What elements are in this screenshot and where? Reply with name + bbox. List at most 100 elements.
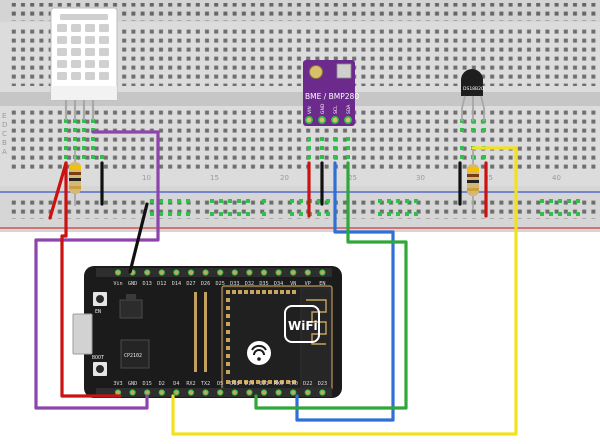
resistor-left bbox=[69, 150, 81, 206]
esp32-pin-label: D25 bbox=[216, 281, 225, 287]
esp32-pin-d4 bbox=[173, 389, 180, 396]
row-label-a: A bbox=[2, 148, 7, 156]
usb-uart-chip-label: CP2102 bbox=[124, 353, 142, 359]
row-labels: E D C B A bbox=[2, 112, 7, 156]
esp32-board: EN BOOT CP2102 bbox=[72, 266, 342, 398]
dht-sensor bbox=[50, 7, 118, 120]
bme280-pin-labels: VIN GND SCL SDA bbox=[307, 103, 352, 114]
sensor-chip bbox=[336, 63, 352, 79]
espressif-logo-icon bbox=[247, 341, 271, 365]
wire-scl bbox=[295, 161, 395, 422]
column-number: 20 bbox=[280, 174, 289, 182]
esp32-pin-d26 bbox=[202, 269, 209, 276]
pin-label-scl: SCL bbox=[333, 105, 339, 114]
esp32-pin-label: TX2 bbox=[201, 381, 210, 387]
dht-sensor-grille bbox=[57, 14, 109, 80]
esp32-pin-label: D2 bbox=[159, 381, 165, 387]
resistor-right bbox=[467, 150, 479, 210]
pin-label-vin: VIN bbox=[307, 106, 313, 114]
esp32-pin-label: D26 bbox=[201, 281, 210, 287]
esp32-pin-label: D4 bbox=[173, 381, 179, 387]
esp32-top-pins bbox=[114, 269, 326, 276]
wires bbox=[34, 130, 518, 436]
column-number: 10 bbox=[142, 174, 151, 182]
voltage-regulator bbox=[119, 299, 143, 319]
esp32-pin-d2 bbox=[158, 389, 165, 396]
row-label-d: D bbox=[2, 121, 7, 129]
esp32-bottom-pins bbox=[114, 389, 326, 396]
esp32-pin-label: D19 bbox=[245, 381, 254, 387]
esp32-pin-d14 bbox=[173, 269, 180, 276]
esp32-pin-label: D23 bbox=[318, 381, 327, 387]
esp32-pin-d13 bbox=[144, 269, 151, 276]
esp32-pin-d21 bbox=[260, 389, 268, 396]
row-label-b: B bbox=[2, 139, 7, 147]
bme280-module: BME / BMP280 VIN GND SCL SDA bbox=[303, 60, 359, 126]
esp32-pin-label: D12 bbox=[157, 281, 166, 287]
esp32-pin-3v3 bbox=[114, 389, 122, 396]
bme280-label: BME / BMP280 bbox=[305, 92, 359, 101]
usb-uart-chip bbox=[120, 339, 150, 369]
wire-sda bbox=[254, 161, 408, 410]
wire-3v3 bbox=[60, 161, 122, 398]
esp32-pin-label: 3V3 bbox=[113, 381, 122, 387]
esp32-pin-gnd bbox=[129, 389, 136, 396]
esp32-pin-tx2 bbox=[202, 389, 209, 396]
esp32-pin-d5 bbox=[217, 389, 224, 396]
esp32-pin-d32 bbox=[246, 269, 253, 276]
center-channel bbox=[0, 92, 600, 106]
esp32-pin-d25 bbox=[217, 269, 224, 276]
column-number: 35 bbox=[484, 174, 493, 182]
esp32-pin-label: D5 bbox=[217, 381, 223, 387]
esp32-pin-en bbox=[319, 269, 326, 276]
esp32-pin-d27 bbox=[187, 269, 195, 276]
breadboard: E D C B A 5 10 15 20 25 30 35 40 bbox=[0, 0, 600, 232]
esp32-pin-d15 bbox=[144, 389, 151, 396]
esp32-pin-d12 bbox=[158, 269, 165, 276]
esp32-pin-label: GND bbox=[128, 381, 137, 387]
esp32-pin-label: VN bbox=[290, 281, 296, 287]
column-number: 40 bbox=[552, 174, 561, 182]
wire-ds18b20-data bbox=[171, 146, 518, 436]
esp32-pin-d22 bbox=[304, 389, 311, 396]
esp32-pin-d23 bbox=[319, 389, 326, 396]
ds18b20-label: DS18B20 bbox=[463, 86, 484, 92]
row-label-e: E bbox=[2, 112, 6, 120]
ds18b20-body bbox=[461, 69, 483, 96]
esp32-pin-label: D15 bbox=[143, 381, 152, 387]
module-castellations bbox=[226, 290, 296, 384]
esp32-pin-rx2 bbox=[187, 389, 195, 396]
esp32-pin-label: D13 bbox=[143, 281, 152, 287]
wire-dht-data bbox=[34, 130, 160, 410]
pin-label-gnd: GND bbox=[320, 103, 326, 114]
ds18b20-legs bbox=[461, 95, 485, 121]
column-number: 30 bbox=[416, 174, 425, 182]
wifi-logo: WiFi bbox=[284, 305, 320, 343]
pad-rows bbox=[194, 292, 207, 372]
boot-button-label: BOOT bbox=[92, 355, 104, 361]
esp32-pin-d19 bbox=[246, 389, 253, 396]
esp32-pin-vin bbox=[114, 269, 122, 276]
header-bottom bbox=[96, 388, 332, 397]
esp32-pin-label: RX2 bbox=[186, 381, 195, 387]
esp32-pin-tx0 bbox=[290, 389, 297, 396]
esp32-pin-vp bbox=[304, 269, 311, 276]
dht-sensor-base bbox=[51, 86, 117, 100]
esp32-pin-d35 bbox=[260, 269, 268, 276]
column-number: 15 bbox=[210, 174, 219, 182]
bme280-header bbox=[304, 116, 352, 125]
usb-connector bbox=[72, 313, 93, 355]
esp32-pin-label: GND bbox=[128, 281, 137, 287]
wifi-logo-text: WiFi bbox=[288, 319, 318, 333]
row-label-c: C bbox=[2, 130, 7, 138]
esp32-pin-d33 bbox=[231, 269, 238, 276]
esp32-pin-label: D22 bbox=[303, 381, 312, 387]
ds18b20-sensor: DS18B20 bbox=[461, 69, 485, 121]
esp32-pin-label: D27 bbox=[186, 281, 195, 287]
esp32-pin-label: Vin bbox=[113, 281, 122, 287]
mount-hole bbox=[309, 65, 323, 79]
esp32-pin-label: D21 bbox=[259, 381, 268, 387]
esp32-pin-label: RX0 bbox=[274, 381, 283, 387]
